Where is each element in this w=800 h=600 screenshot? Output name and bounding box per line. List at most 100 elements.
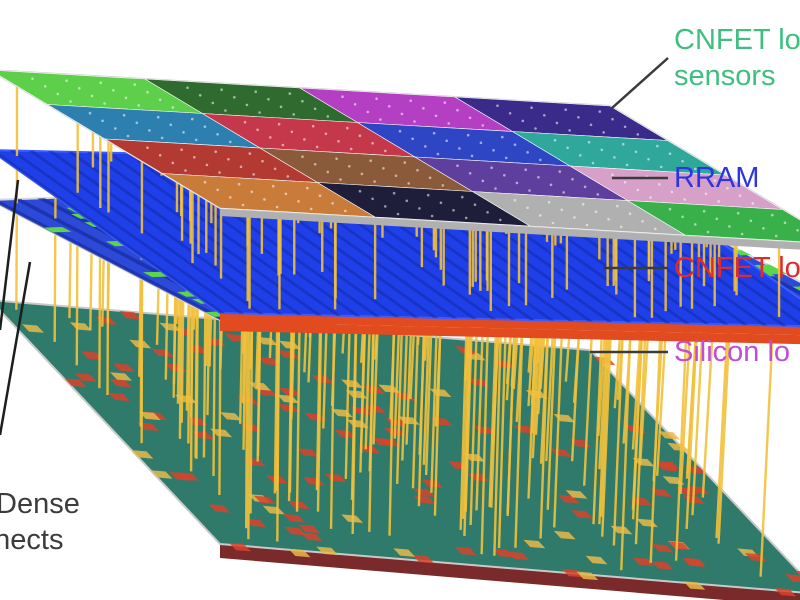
silicon-device bbox=[296, 448, 319, 457]
sensor-pixel bbox=[267, 98, 270, 101]
sensor-pixel bbox=[694, 223, 697, 226]
sensor-pixel bbox=[706, 230, 710, 234]
sensor-pixel bbox=[738, 194, 742, 198]
sensor-pixel bbox=[564, 108, 567, 111]
sensor-pixel bbox=[313, 107, 317, 111]
sensor-pixel bbox=[466, 133, 470, 137]
interlayer-via bbox=[368, 301, 375, 532]
sensor-pixel bbox=[349, 147, 353, 151]
rram-wire bbox=[67, 151, 303, 315]
silicon-device bbox=[565, 490, 588, 499]
silicon-device bbox=[650, 488, 673, 497]
sensor-pixel bbox=[31, 77, 34, 80]
label-leader-lines bbox=[0, 57, 669, 436]
sensor-pixel bbox=[301, 155, 304, 158]
sensor-pixel bbox=[499, 218, 502, 222]
sensor-pixel bbox=[148, 129, 151, 132]
sensor-pixel bbox=[432, 131, 436, 135]
sensor-pixel bbox=[306, 186, 309, 190]
sensor-pixel bbox=[623, 181, 627, 184]
sensor-pixel bbox=[441, 184, 445, 187]
sensor-pixel bbox=[353, 103, 357, 106]
silicon-device bbox=[412, 554, 434, 564]
silicon-device bbox=[341, 379, 363, 389]
silicon-device bbox=[75, 373, 97, 382]
silicon-device bbox=[169, 472, 192, 481]
silicon-device bbox=[785, 574, 800, 583]
sensor-pixel bbox=[375, 97, 378, 100]
sensor-pixel bbox=[751, 202, 755, 205]
label-cnfet-sensors-line1: CNFET lo bbox=[674, 24, 800, 56]
sensor-pixel bbox=[256, 128, 259, 132]
rram-wire bbox=[0, 153, 225, 314]
sensor-pixel bbox=[384, 205, 387, 208]
sensor-pixel bbox=[409, 99, 413, 102]
interlayer-via bbox=[53, 218, 57, 342]
sensor-pixel bbox=[585, 223, 589, 227]
sensor-pixel bbox=[452, 209, 455, 212]
sensor-pixel bbox=[534, 127, 537, 130]
sensor-pixel bbox=[555, 121, 559, 125]
sensor-pixel bbox=[579, 154, 582, 157]
sensor-pixel bbox=[114, 127, 117, 130]
sensor-pixel bbox=[623, 125, 627, 129]
sensor-pixel bbox=[273, 167, 277, 171]
sensor-pixel bbox=[158, 154, 162, 157]
silicon-device bbox=[284, 526, 307, 536]
sensor-pixel bbox=[566, 146, 569, 150]
label-cnfet-logic: CNFET lo bbox=[674, 252, 800, 284]
sensor-pixel bbox=[656, 144, 659, 148]
sensor-pixel bbox=[461, 195, 464, 199]
silicon-device bbox=[113, 363, 135, 372]
sensor-pixel bbox=[326, 115, 330, 118]
sensor-pixel bbox=[583, 185, 587, 189]
sensor-pixel bbox=[301, 99, 304, 103]
interlayer-via bbox=[493, 304, 503, 556]
sensor-pixel bbox=[581, 202, 585, 206]
sensor-pixel bbox=[596, 193, 600, 196]
sensor-pixel bbox=[311, 124, 315, 128]
sensor-pixel bbox=[468, 116, 472, 120]
sensor-pixel bbox=[456, 108, 459, 112]
sensor-pixel bbox=[616, 204, 619, 208]
silicon-device bbox=[683, 581, 706, 590]
sensor-pixel bbox=[717, 200, 720, 203]
sensor-pixel bbox=[551, 221, 555, 225]
silicon-device bbox=[632, 557, 655, 567]
sensor-pixel bbox=[191, 117, 194, 121]
sensor-pixel bbox=[558, 170, 562, 173]
silicon-device bbox=[131, 450, 154, 459]
sensor-pixel bbox=[384, 149, 387, 153]
sensor-pixel bbox=[416, 168, 419, 172]
sensor-pixel bbox=[422, 107, 425, 110]
sensor-pixel bbox=[668, 152, 672, 155]
sensor-pixel bbox=[524, 168, 527, 171]
sensor-pixel bbox=[193, 156, 196, 159]
silicon-device bbox=[347, 419, 369, 429]
sensor-pixel bbox=[503, 174, 506, 177]
sensor-pixel bbox=[625, 163, 629, 167]
sensor-pixel bbox=[126, 134, 130, 138]
interlayer-via bbox=[497, 299, 508, 549]
silicon-device bbox=[287, 500, 310, 510]
sensor-pixel bbox=[539, 158, 542, 162]
sensor-pixel bbox=[65, 79, 68, 82]
sensor-pixel bbox=[237, 182, 241, 186]
silicon-device bbox=[795, 570, 800, 576]
sensor-pixel bbox=[668, 207, 672, 211]
sensor-pixel bbox=[180, 148, 183, 151]
sensor-pixel bbox=[468, 172, 472, 175]
sensor-pixel bbox=[771, 213, 774, 217]
sensor-pixel bbox=[331, 202, 334, 205]
silicon-device bbox=[119, 311, 142, 320]
sensor-pixel bbox=[426, 193, 430, 197]
leader-line-interconnects-1 bbox=[0, 179, 20, 331]
sensor-pixel bbox=[407, 182, 411, 185]
sensor-pixel bbox=[218, 171, 221, 174]
sensor-pixel bbox=[504, 156, 508, 160]
sensor-pixel bbox=[371, 142, 374, 145]
sensor-pixel bbox=[508, 112, 512, 115]
interlayer-via bbox=[329, 302, 336, 529]
sensor-pixel bbox=[560, 208, 564, 212]
sensor-pixel bbox=[702, 209, 706, 213]
